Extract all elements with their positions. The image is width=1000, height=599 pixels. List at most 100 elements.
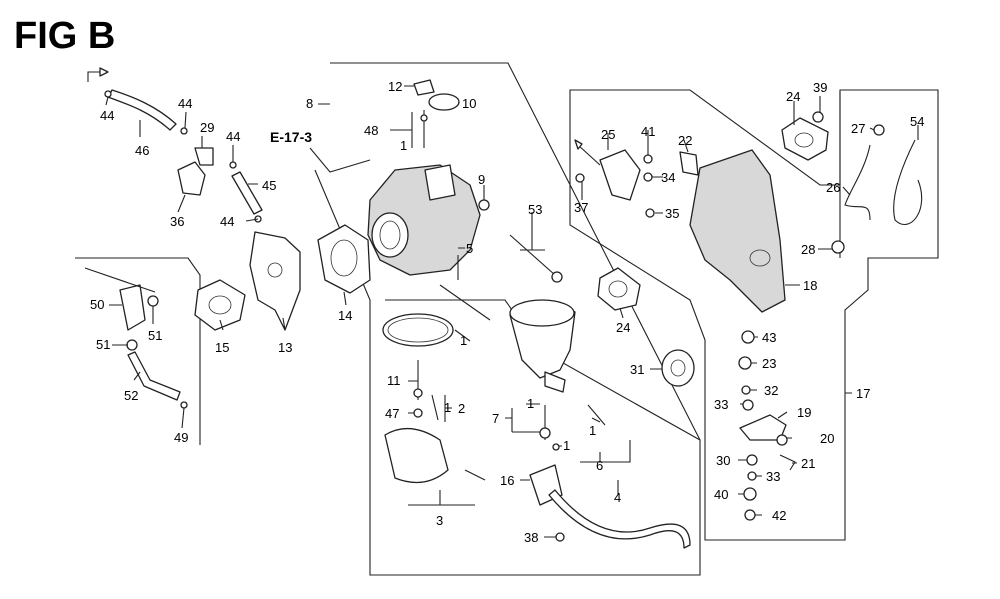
screw-12	[413, 79, 435, 96]
callout-42: 42	[772, 508, 786, 523]
callout-39: 39	[813, 80, 827, 95]
callout-8: 8	[306, 96, 313, 111]
callout-15: 15	[215, 340, 229, 355]
figure-title: FIG B	[14, 15, 115, 57]
callout-24b: 24	[616, 320, 630, 335]
bracket-22	[679, 151, 699, 176]
callout-35: 35	[665, 206, 679, 221]
gasket-24a	[781, 117, 829, 161]
callout-23: 23	[762, 356, 776, 371]
nut-28	[831, 240, 845, 254]
callout-1e: 1	[563, 438, 570, 453]
nut-40	[743, 487, 757, 501]
valve-25-stem	[577, 144, 601, 166]
screw-37	[575, 173, 585, 183]
float-chamber-drain	[544, 371, 566, 393]
gasket-14-hole	[330, 239, 358, 277]
callout-5: 5	[466, 241, 473, 256]
carburetor-bore	[371, 212, 409, 258]
callout-19: 19	[797, 405, 811, 420]
float-pin-2	[431, 394, 439, 421]
clamp-51a	[147, 295, 159, 307]
clip-44a	[104, 90, 112, 98]
reference-label: E-17-3	[270, 129, 312, 145]
callout-52: 52	[124, 388, 138, 403]
callout-26: 26	[826, 180, 840, 195]
fuel-cock-body-36	[177, 161, 206, 196]
callout-51b: 51	[148, 328, 162, 343]
float-chamber-rim	[509, 299, 575, 327]
callout-6: 6	[596, 458, 603, 473]
insulator-hole	[208, 295, 232, 315]
nut-35	[645, 208, 655, 218]
screw-9	[478, 199, 490, 211]
bolt-53-head	[551, 271, 563, 283]
callout-2: 2	[458, 401, 465, 416]
fuel-filter-50	[119, 284, 146, 331]
callout-13: 13	[278, 340, 292, 355]
callout-45: 45	[262, 178, 276, 193]
callout-32: 32	[764, 383, 778, 398]
clip-49	[180, 401, 188, 409]
spring-26	[844, 144, 871, 221]
nut-27	[873, 124, 885, 136]
callout-48: 48	[364, 123, 378, 138]
float-gasket-1	[382, 313, 454, 347]
fuel-tube-52	[127, 351, 181, 401]
float-3	[384, 428, 449, 484]
nut-42	[744, 509, 756, 521]
float-pin-3	[464, 469, 486, 481]
callout-1d: 1	[527, 396, 534, 411]
callout-43: 43	[762, 330, 776, 345]
callout-30: 30	[716, 453, 730, 468]
center-group-outline	[314, 62, 701, 576]
callout-14: 14	[338, 308, 352, 323]
reference-leader	[309, 147, 371, 173]
callout-44c: 44	[226, 129, 240, 144]
callout-3: 3	[436, 513, 443, 528]
callout-9: 9	[478, 172, 485, 187]
pulley-31-inner	[670, 359, 686, 377]
callout-27: 27	[851, 121, 865, 136]
insulator-15	[194, 279, 246, 331]
arrow-25-icon	[574, 139, 583, 150]
callout-11: 11	[387, 373, 401, 388]
callout-37: 37	[574, 200, 588, 215]
callout-1b: 1	[460, 333, 467, 348]
nut-43	[741, 330, 755, 344]
carburetor-top	[424, 164, 456, 201]
callout-33b: 33	[766, 469, 780, 484]
callout-24a: 24	[786, 89, 800, 104]
spring-21	[779, 454, 796, 471]
callout-44d: 44	[220, 214, 234, 229]
callout-12: 12	[388, 79, 402, 94]
bracket-hole	[267, 262, 283, 278]
gasket-24b	[597, 267, 641, 311]
callout-17: 17	[856, 386, 870, 401]
callout-31: 31	[630, 362, 644, 377]
gasket-24b-hole	[608, 280, 628, 298]
nut-20	[776, 434, 788, 446]
callout-36: 36	[170, 214, 184, 229]
callout-22: 22	[678, 133, 692, 148]
screw-6	[587, 404, 606, 426]
washer-30	[746, 454, 758, 466]
rod-5	[439, 284, 491, 321]
callout-25: 25	[601, 127, 615, 142]
callout-7: 7	[492, 411, 499, 426]
base-plate-hole	[749, 249, 771, 267]
clip-44c	[229, 161, 237, 169]
filter-rod	[84, 267, 156, 293]
nut-41	[643, 154, 653, 164]
callout-28: 28	[801, 242, 815, 257]
callout-54: 54	[910, 114, 924, 129]
spring-54	[893, 139, 923, 226]
arrow-head-icon	[99, 67, 109, 77]
callout-49: 49	[174, 430, 188, 445]
carburetor-bore-inner	[379, 220, 401, 250]
fuel-tube-45	[231, 171, 263, 215]
callout-41: 41	[641, 124, 655, 139]
oring-48	[420, 114, 428, 122]
jet-47	[413, 408, 423, 418]
callout-21: 21	[801, 456, 815, 471]
